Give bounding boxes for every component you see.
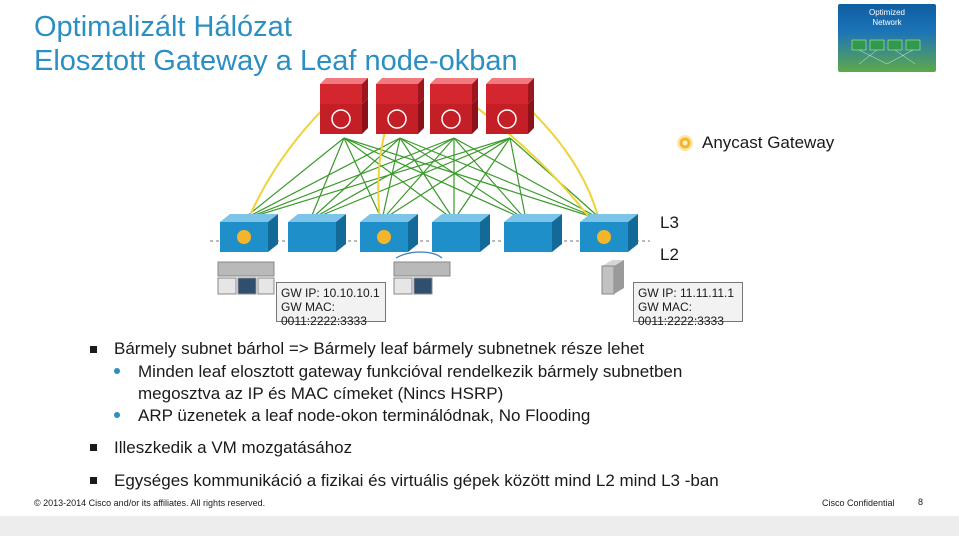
leaf-switch [220,214,278,252]
leaf-spine-diagram [210,78,650,295]
page-title-line1: Optimalizált Hálózat [34,11,292,43]
network-mesh-icon [851,39,921,65]
leaf-switch [432,214,490,252]
bullet-dot [114,368,120,374]
gw-mac-label: GW MAC: [281,300,335,314]
bullet-subitem: ARP üzenetek a leaf node-okon terminálód… [138,406,591,425]
gw-info-left: GW IP: 10.10.10.1 GW MAC: 0011:2222:3333 [276,282,386,328]
sun-gear-icon [677,135,693,151]
leaf-switch [360,214,418,252]
bullet-square [90,346,97,353]
physical-server [601,260,624,295]
bullet-subitem: Minden leaf elosztott gateway funkcióval… [138,362,683,381]
spine-leaf-links [241,137,603,221]
gw-mac-label: GW MAC: [638,300,692,314]
logo-text-line2: Network [872,18,902,27]
gw-ip: GW IP: 11.11.11.1 [638,286,735,300]
host-servers-middle [393,251,451,295]
leaf-switch [504,214,562,252]
leaf-switch [288,214,346,252]
leaf-switch [580,214,638,252]
spine-switch [486,78,534,134]
host-servers-left [217,261,275,295]
layer-l2-label: L2 [660,245,679,264]
footer-bar [0,516,959,536]
page-title-line2: Elosztott Gateway a Leaf node-okban [34,45,518,77]
spine-switch [376,78,424,134]
bullet-square [90,477,97,484]
vm-icon [413,277,433,295]
vm-icon [393,277,413,295]
anycast-gateway-label: Anycast Gateway [702,133,835,152]
confidential-label: Cisco Confidential [822,498,895,508]
gw-ip: GW IP: 10.10.10.1 [281,286,380,300]
gw-mac: 0011:2222:3333 [281,314,367,328]
bullet-item: Illeszkedik a VM mozgatásához [114,438,353,457]
vm-icon [237,277,257,295]
bullet-dot [114,412,120,418]
gw-mac: 0011:2222:3333 [638,314,724,328]
bullet-subitem-continuation: megosztva az IP és MAC címeket (Nincs HS… [138,384,504,403]
spine-switches [320,78,534,134]
spine-switch [430,78,478,134]
logo-text-line1: Optimized [868,8,905,17]
bullet-item: Bármely subnet bárhol => Bármely leaf bá… [114,339,645,358]
bullet-square [90,444,97,451]
page-number: 8 [918,497,924,507]
gw-info-right: GW IP: 11.11.11.1 GW MAC: 0011:2222:3333 [633,282,743,328]
copyright-text: © 2013-2014 Cisco and/or its affiliates.… [34,498,266,508]
leaf-switches [220,214,638,252]
vm-icon [217,277,237,295]
layer-l3-label: L3 [660,213,679,232]
bullet-item: Egységes kommunikáció a fizikai és virtu… [114,471,719,490]
vm-icon [257,277,275,295]
spine-switch [320,78,368,134]
